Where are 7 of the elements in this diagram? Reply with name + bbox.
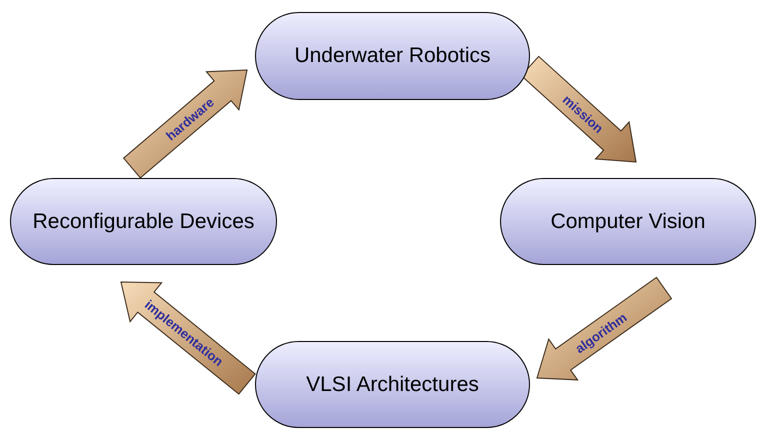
node-label: Underwater Robotics — [294, 43, 491, 70]
node-label: VLSI Architectures — [306, 372, 479, 398]
node-label: Reconfigurable Devices — [32, 208, 254, 235]
block-arrow — [120, 281, 256, 395]
block-arrow — [536, 276, 672, 380]
node-label: Computer Vision — [550, 208, 706, 235]
block-arrow — [122, 69, 248, 179]
